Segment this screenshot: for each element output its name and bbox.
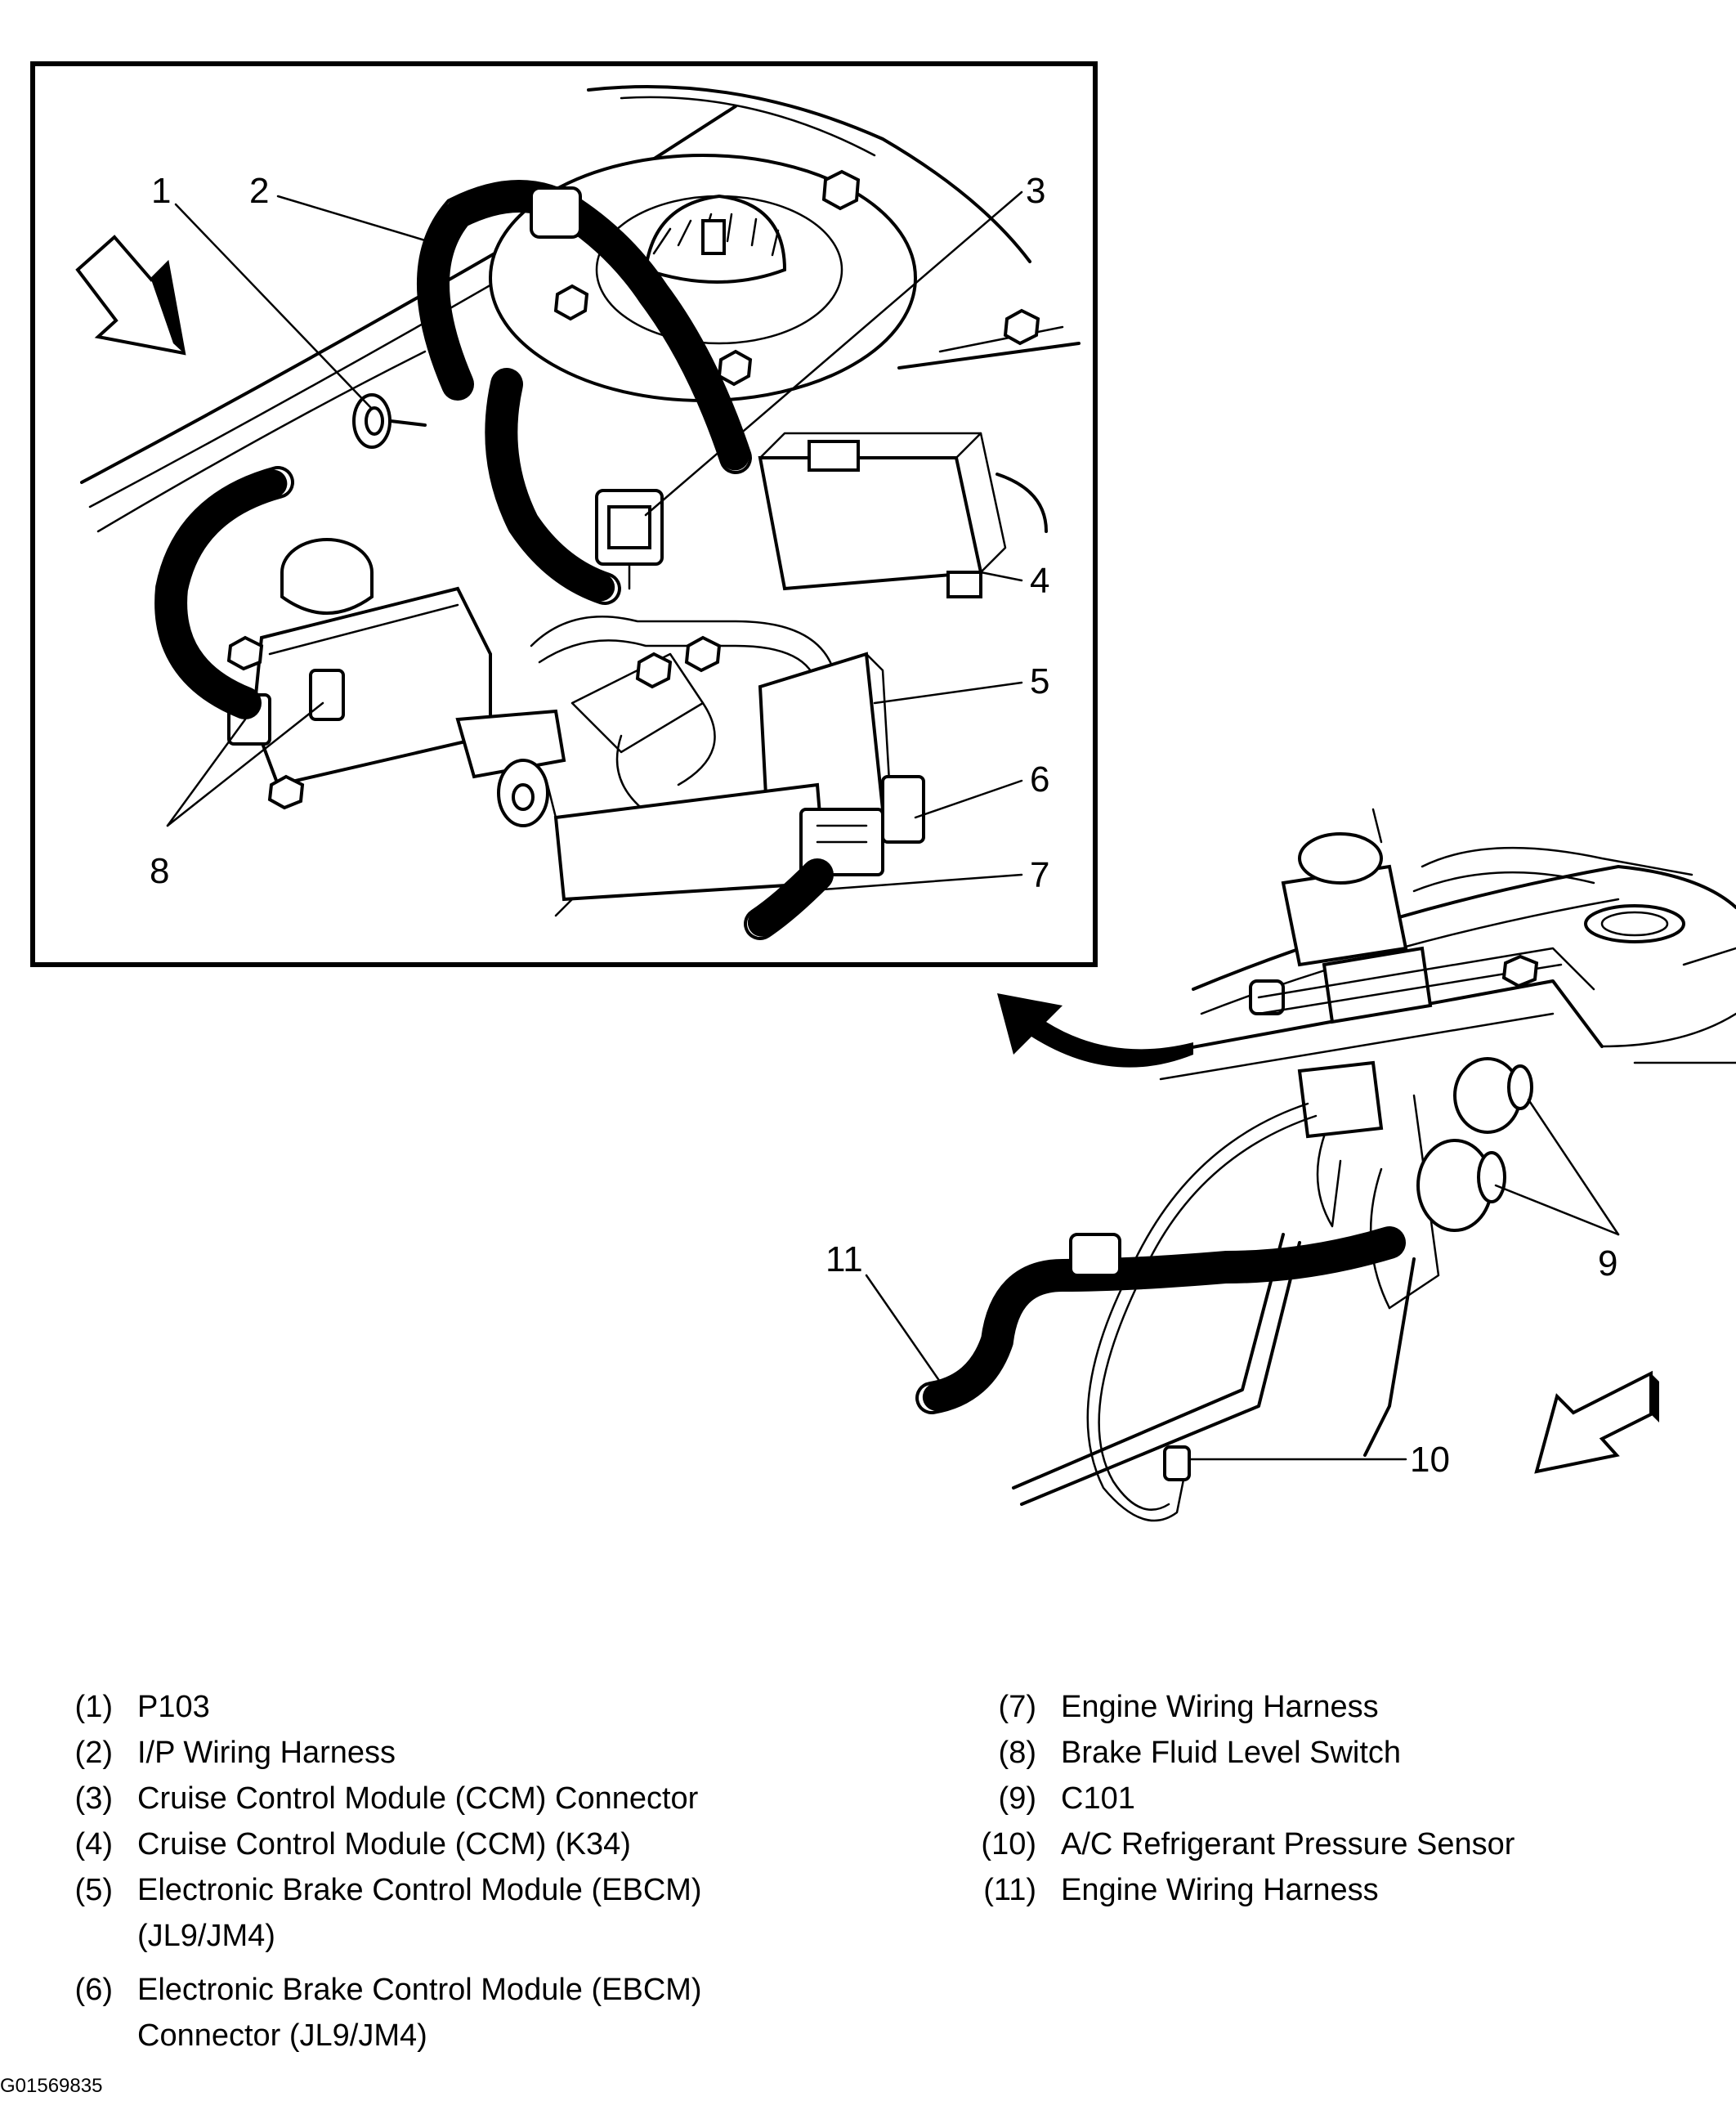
legend-number: (5) bbox=[74, 1873, 113, 1907]
legend-item-9: (9) C101 bbox=[964, 1776, 1700, 1821]
brake-lines bbox=[530, 616, 835, 819]
legend-item-6: (6) Electronic Brake Control Module (EBC… bbox=[41, 1967, 940, 2059]
callout-3: 3 bbox=[1026, 171, 1045, 211]
legend-number: (4) bbox=[74, 1827, 113, 1861]
cruise-control-module bbox=[758, 432, 1048, 598]
legend-number: (10) bbox=[981, 1827, 1036, 1861]
callout-leaders bbox=[166, 190, 1023, 893]
legend-text-line2: (JL9/JM4) bbox=[137, 1919, 275, 1953]
brake-fluid-level-switch bbox=[154, 466, 345, 746]
brake-master-cylinder bbox=[226, 538, 566, 827]
legend-text: Cruise Control Module (CCM) Connector bbox=[137, 1781, 699, 1816]
legend-text: A/C Refrigerant Pressure Sensor bbox=[1061, 1827, 1515, 1861]
callout-5: 5 bbox=[1030, 661, 1049, 701]
legend-right-column: (7) Engine Wiring Harness (8) Brake Flui… bbox=[964, 1684, 1700, 1913]
legend-number: (8) bbox=[998, 1736, 1036, 1770]
legend-item-7: (7) Engine Wiring Harness bbox=[964, 1684, 1700, 1730]
legend-item-8: (8) Brake Fluid Level Switch bbox=[964, 1730, 1700, 1776]
direction-arrow-icon bbox=[75, 235, 186, 356]
legend-text: Engine Wiring Harness bbox=[1061, 1873, 1379, 1907]
callout-7: 7 bbox=[1030, 855, 1049, 895]
legend-text: Brake Fluid Level Switch bbox=[1061, 1736, 1402, 1770]
p103-grommet bbox=[352, 393, 427, 449]
legend-number: (11) bbox=[983, 1873, 1036, 1907]
legend-number: (2) bbox=[74, 1736, 113, 1770]
legend-text: Engine Wiring Harness bbox=[1061, 1690, 1379, 1724]
callout-8: 8 bbox=[150, 851, 169, 891]
legend-item-11: (11) Engine Wiring Harness bbox=[964, 1867, 1700, 1913]
legend-number: (7) bbox=[998, 1690, 1036, 1724]
overview-callout-leaders bbox=[865, 1098, 1620, 1461]
legend-text: I/P Wiring Harness bbox=[137, 1736, 396, 1770]
legend-text: Electronic Brake Control Module (EBCM) bbox=[137, 1973, 702, 2007]
ebcm-connector bbox=[799, 775, 925, 876]
legend-number: (3) bbox=[74, 1781, 113, 1816]
overview-direction-arrow-icon bbox=[1534, 1370, 1659, 1474]
overview-engine-bay bbox=[915, 808, 1736, 1522]
legend-number: (6) bbox=[74, 1973, 113, 2007]
legend-item-1: (1) P103 bbox=[41, 1684, 940, 1730]
callout-11: 11 bbox=[825, 1239, 863, 1279]
engine-wiring-harness-detail bbox=[744, 858, 834, 940]
legend-left-column: (1) P103 (2) I/P Wiring Harness (3) Crui… bbox=[41, 1684, 940, 2059]
legend-item-3: (3) Cruise Control Module (CCM) Connecto… bbox=[41, 1776, 940, 1821]
legend-number: (1) bbox=[74, 1690, 113, 1724]
legend-text-line2: Connector (JL9/JM4) bbox=[137, 2018, 427, 2053]
ip-wiring-harness bbox=[417, 180, 752, 605]
legend-number: (9) bbox=[998, 1781, 1036, 1816]
legend-item-4: (4) Cruise Control Module (CCM) (K34) bbox=[41, 1821, 940, 1867]
callout-4: 4 bbox=[1030, 561, 1049, 601]
legend-text: Electronic Brake Control Module (EBCM) bbox=[137, 1873, 702, 1907]
ccm-connector bbox=[595, 489, 664, 590]
legend-text: C101 bbox=[1061, 1781, 1135, 1816]
legend-text: Cruise Control Module (CCM) (K34) bbox=[137, 1827, 631, 1861]
legend-item-2: (2) I/P Wiring Harness bbox=[41, 1730, 940, 1776]
legend-text: P103 bbox=[137, 1690, 210, 1724]
detail-inset-frame bbox=[30, 61, 1098, 967]
callout-2: 2 bbox=[249, 171, 269, 211]
callout-1: 1 bbox=[151, 171, 171, 211]
curved-pointer-arrow-icon bbox=[997, 993, 1193, 1068]
callout-10: 10 bbox=[1410, 1440, 1450, 1480]
legend-item-5: (5) Electronic Brake Control Module (EBC… bbox=[41, 1867, 940, 1959]
figure-id: G01569835 bbox=[0, 2075, 103, 2097]
callout-9: 9 bbox=[1598, 1243, 1617, 1283]
callout-6: 6 bbox=[1030, 759, 1049, 800]
legend-item-10: (10) A/C Refrigerant Pressure Sensor bbox=[964, 1821, 1700, 1867]
